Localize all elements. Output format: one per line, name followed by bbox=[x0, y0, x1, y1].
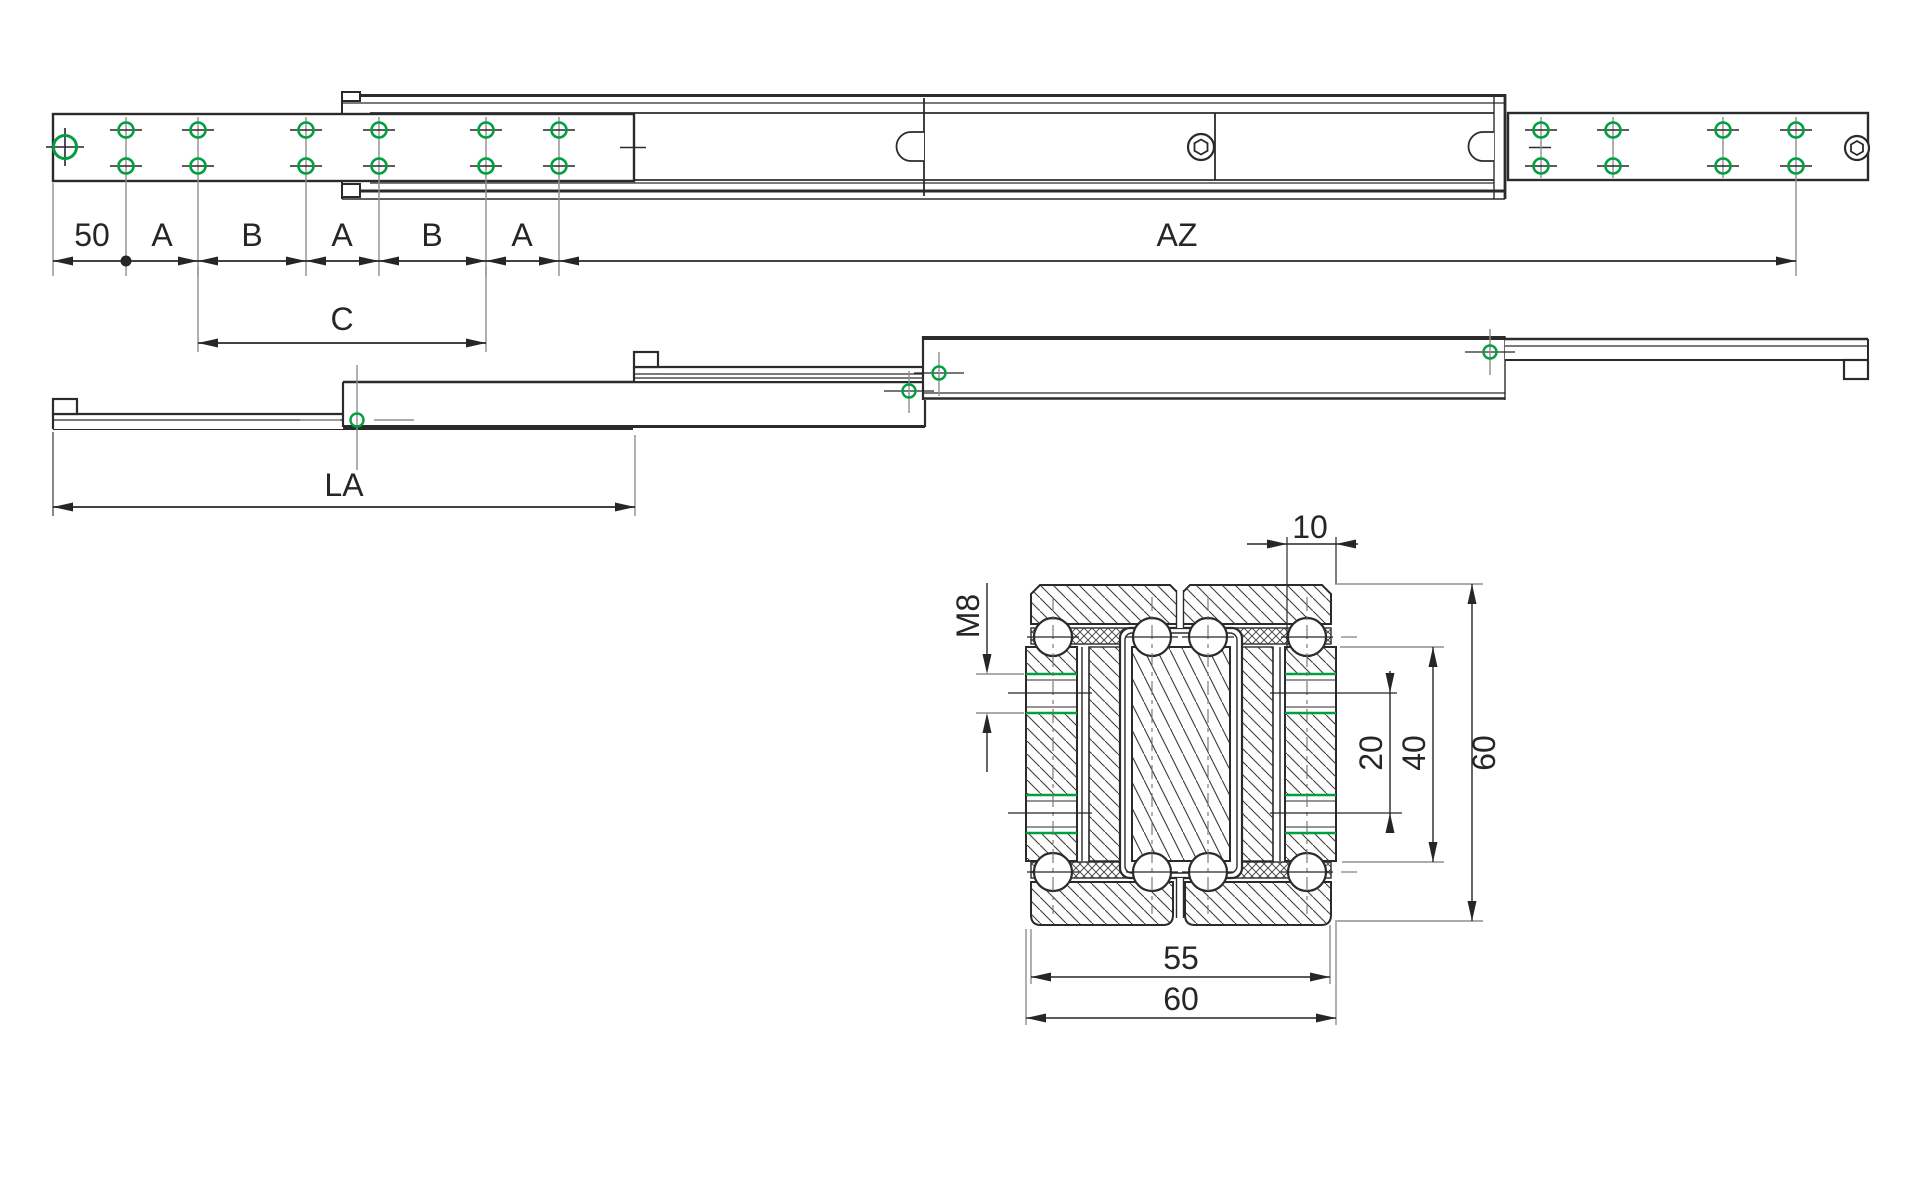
dim-label-a2: A bbox=[331, 217, 353, 253]
section-right-plate bbox=[1241, 646, 1337, 862]
dim-label-10: 10 bbox=[1292, 509, 1328, 545]
side-intermediate-member-1 bbox=[341, 380, 927, 428]
dim-label-la: LA bbox=[324, 467, 364, 503]
side-flat-rail bbox=[1505, 337, 1870, 381]
dim-label-az: AZ bbox=[1157, 217, 1198, 253]
latch-notch bbox=[895, 131, 924, 162]
side-outer-member bbox=[921, 336, 1506, 400]
socket-screw-icon bbox=[1186, 132, 1216, 162]
side-inner-bar bbox=[51, 397, 633, 430]
dim-20: 20 bbox=[1353, 671, 1395, 833]
dim-label-20: 20 bbox=[1353, 735, 1389, 771]
plan-dimension-row: 50 A B A B A AZ bbox=[52, 183, 1796, 276]
dim-label-60-width: 60 bbox=[1163, 981, 1199, 1017]
la-dimension: LA bbox=[52, 432, 636, 516]
dim-m8: M8 bbox=[950, 583, 1024, 772]
dim-60-height: 60 bbox=[1335, 583, 1502, 922]
side-intermediate-member-2 bbox=[632, 350, 923, 382]
dim-label-55: 55 bbox=[1163, 940, 1199, 976]
dim-arrowheads bbox=[53, 256, 1796, 266]
end-hole bbox=[46, 128, 84, 166]
dim-label-a1: A bbox=[151, 217, 173, 253]
end-stop-hook bbox=[51, 397, 79, 416]
end-stop-hook bbox=[632, 350, 660, 369]
c-dimension: C bbox=[197, 266, 487, 352]
dim-10: 10 bbox=[1247, 509, 1358, 650]
dim-label-40: 40 bbox=[1396, 735, 1432, 771]
dim-label-b2: B bbox=[421, 217, 442, 253]
dim-60-width: 60 bbox=[1025, 920, 1337, 1025]
dim-label-c: C bbox=[330, 301, 353, 337]
plan-left-mounting-rail bbox=[46, 112, 646, 276]
dim-origin-dot bbox=[120, 255, 132, 267]
section-middle-plate bbox=[1131, 646, 1231, 862]
hole-rings bbox=[117, 121, 568, 175]
section-left-plate bbox=[1025, 646, 1121, 862]
socket-screw-icon bbox=[1843, 134, 1871, 162]
latch-notch bbox=[1467, 131, 1494, 162]
plan-right-mounting-rail bbox=[1506, 111, 1871, 276]
extended-side-view: LA bbox=[51, 329, 1870, 516]
section-center-channel bbox=[1118, 590, 1244, 918]
plan-view: 50 A B A B A AZ C bbox=[46, 91, 1871, 352]
end-stop-hook bbox=[1842, 358, 1870, 381]
dim-label-50: 50 bbox=[74, 217, 110, 253]
dim-label-b1: B bbox=[241, 217, 262, 253]
side-view-hole-markers bbox=[300, 329, 1515, 470]
dim-label-a3: A bbox=[511, 217, 533, 253]
section-centerlines bbox=[1008, 597, 1402, 914]
dim-55: 55 bbox=[1030, 925, 1331, 984]
dim-40: 40 bbox=[1340, 646, 1444, 863]
cross-section-view: 10 M8 20 40 bbox=[950, 509, 1502, 1025]
dim-label-m8: M8 bbox=[950, 594, 986, 638]
mounting-holes-right bbox=[1525, 117, 1812, 276]
mounting-holes-left bbox=[110, 117, 575, 276]
dim-label-60-height: 60 bbox=[1466, 735, 1502, 771]
hole-cross-ticks bbox=[110, 129, 575, 167]
